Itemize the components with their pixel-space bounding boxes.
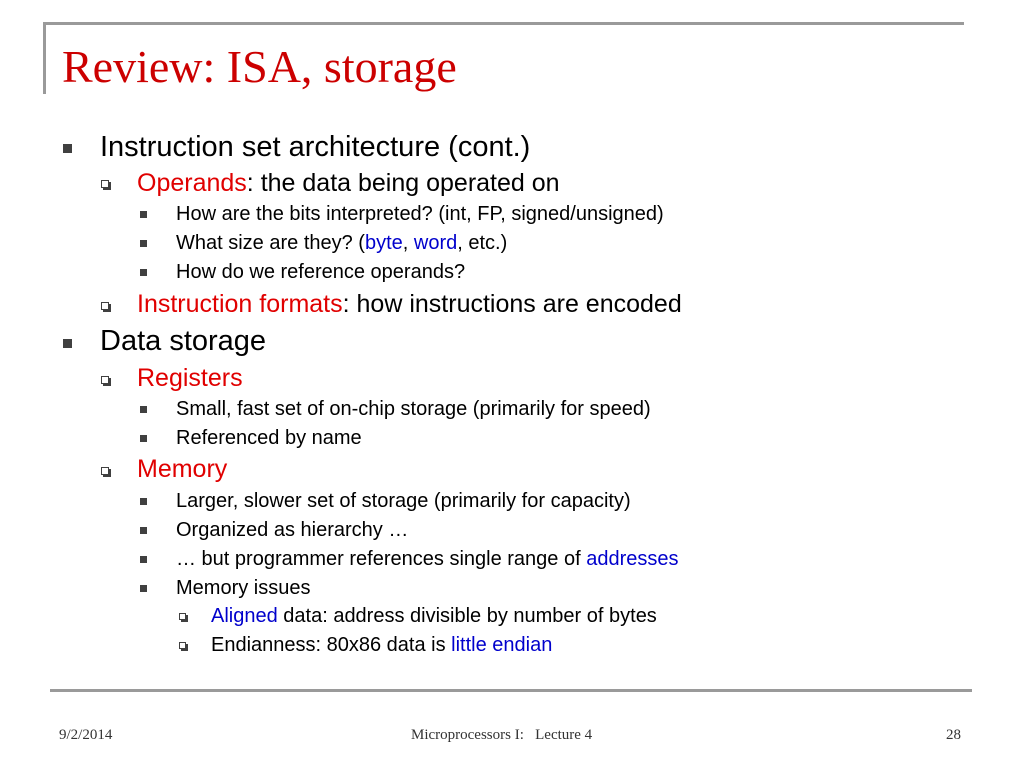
square-bullet-icon: [63, 144, 72, 153]
square-bullet-icon: [63, 339, 72, 348]
q2-text-b: ,: [402, 232, 414, 254]
term-aligned: Aligned: [211, 605, 278, 627]
bullet-mem3: … but programmer references single range…: [176, 549, 678, 569]
bullet-mem2: Organized as hierarchy …: [176, 519, 409, 541]
bullet-isa: Instruction set architecture (cont.): [100, 131, 531, 163]
bullet-mem1: Larger, slower set of storage (primarily…: [176, 490, 631, 512]
bullet-memory: Memory: [137, 455, 228, 483]
bullet-aligned: Aligned data: address divisible by numbe…: [211, 606, 657, 626]
square-bullet-icon: [140, 556, 147, 563]
operands-term: Operands: [137, 169, 247, 197]
square-bullet-icon: [140, 527, 147, 534]
aligned-desc: data: address divisible by number of byt…: [277, 605, 657, 627]
square-bullet-icon: [140, 269, 147, 276]
operands-desc: : the data being operated on: [246, 169, 560, 197]
footer-page-number: 28: [946, 727, 961, 743]
bullet-operands-q3: How do we reference operands?: [176, 261, 466, 283]
bullet-mem4: Memory issues: [176, 577, 311, 599]
bullet-formats: Instruction formats: how instructions ar…: [137, 292, 682, 317]
bullet-data-storage: Data storage: [100, 325, 267, 357]
hollow-square-bullet-icon: [101, 376, 109, 384]
bullet-endianness: Endianness: 80x86 data is little endian: [211, 635, 552, 655]
mem3-text: … but programmer references single range…: [176, 548, 587, 570]
endianness-text: Endianness: 80x86 data is: [211, 634, 452, 656]
square-bullet-icon: [140, 498, 147, 505]
q2-text-a: What size are they? (: [176, 232, 365, 254]
term-word: word: [413, 232, 458, 254]
bullet-operands-q1: How are the bits interpreted? (int, FP, …: [176, 203, 664, 225]
square-bullet-icon: [140, 240, 147, 247]
formats-term: Instruction formats: [137, 290, 343, 318]
bullet-registers: Registers: [137, 364, 243, 392]
bullet-reg1: Small, fast set of on-chip storage (prim…: [176, 398, 651, 420]
footer-course: Microprocessors I: Lecture 4: [411, 727, 593, 743]
frame-left-line: [43, 22, 46, 94]
hollow-square-bullet-icon: [101, 302, 109, 310]
term-addresses: addresses: [586, 548, 679, 570]
hollow-square-bullet-icon: [179, 642, 186, 649]
formats-desc: : how instructions are encoded: [342, 290, 682, 318]
hollow-square-bullet-icon: [179, 613, 186, 620]
q2-text-c: , etc.): [457, 232, 508, 254]
footer-rule: [50, 689, 972, 692]
bullet-operands-q2: What size are they? (byte, word, etc.): [176, 233, 507, 253]
square-bullet-icon: [140, 585, 147, 592]
hollow-square-bullet-icon: [101, 467, 109, 475]
footer-date: 9/2/2014: [59, 727, 113, 743]
square-bullet-icon: [140, 435, 147, 442]
bullet-reg2: Referenced by name: [176, 427, 362, 449]
bullet-operands: Operands: the data being operated on: [137, 171, 560, 196]
square-bullet-icon: [140, 211, 147, 218]
slide-title: Review: ISA, storage: [62, 41, 457, 92]
hollow-square-bullet-icon: [101, 180, 109, 188]
frame-top-line: [43, 22, 964, 25]
term-byte: byte: [364, 232, 403, 254]
term-little-endian: little endian: [451, 634, 553, 656]
square-bullet-icon: [140, 406, 147, 413]
